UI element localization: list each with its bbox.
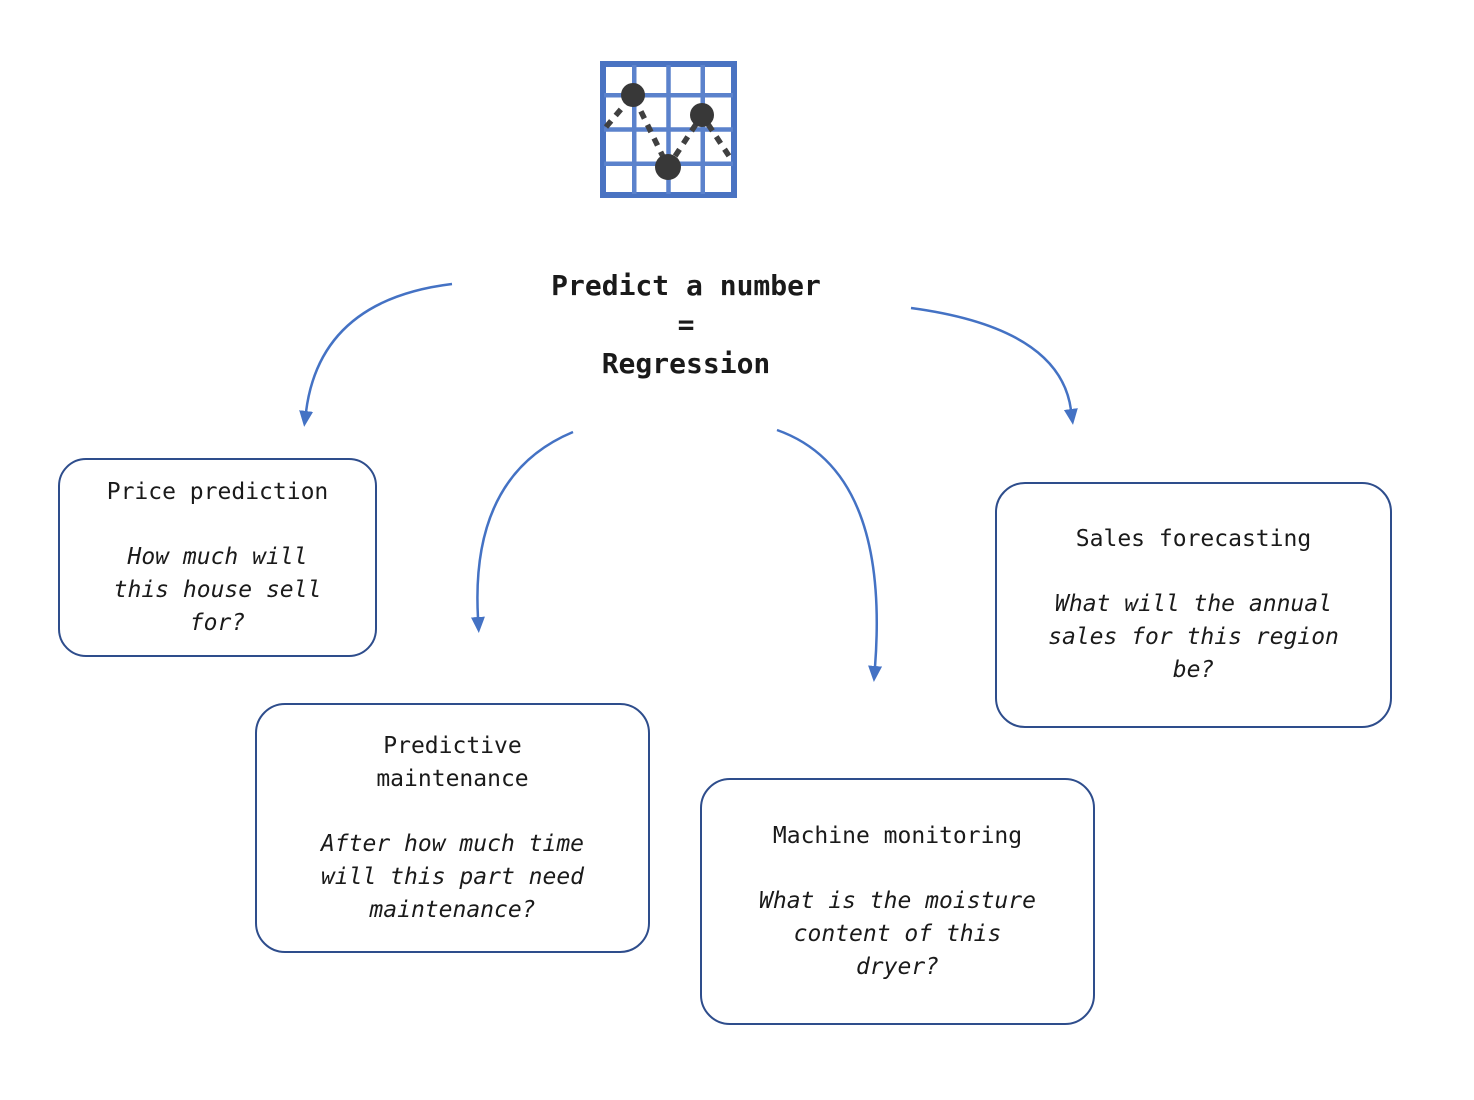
node-question: After how much time will this part need … [320,830,585,923]
node-title: Price prediction [106,478,329,505]
node-question: What will the annual sales for this regi… [1048,591,1339,683]
line-chart-icon [600,61,737,198]
node-sales-forecasting: Sales forecasting What will the annual s… [995,482,1392,728]
node-title: Machine monitoring [772,822,1023,849]
node-predictive-maintenance: Predictive maintenance After how much ti… [255,703,650,953]
node-question: How much will this house sell for? [113,543,322,636]
node-question: What is the moisture content of this dry… [759,887,1036,980]
page-title: Predict a number = Regression [551,269,821,380]
arrow-to-sales-forecasting [910,306,1078,425]
node-machine-monitoring: Machine monitoring What is the moisture … [700,778,1095,1025]
node-title: Predictive maintenance [376,732,529,792]
node-price-prediction: Price prediction How much will this hous… [58,458,377,657]
icon-data-points [621,83,714,180]
arrow-to-predictive-maintenance [470,430,574,633]
node-title: Sales forecasting [1075,526,1312,552]
arrow-to-machine-monitoring [776,428,883,682]
arrow-to-price-prediction [299,282,453,427]
